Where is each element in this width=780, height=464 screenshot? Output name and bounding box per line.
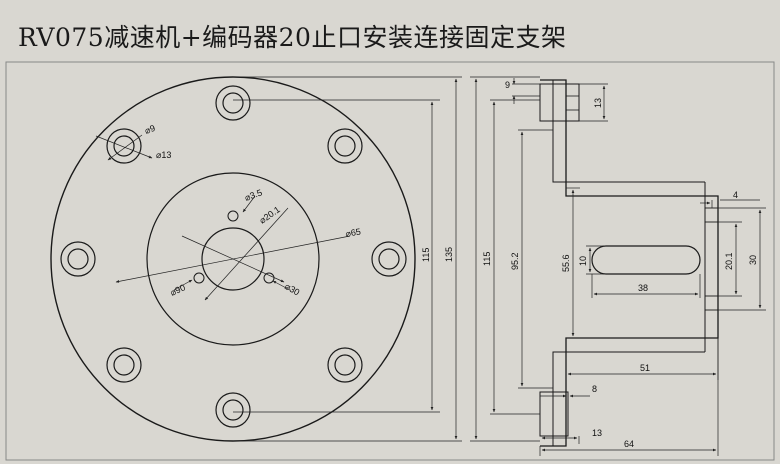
dim-side-13-top: 13 bbox=[593, 98, 603, 108]
dim-side-10: 10 bbox=[578, 256, 588, 266]
flange-plate-inner bbox=[552, 80, 705, 183]
dim-side-4: 4 bbox=[733, 190, 738, 200]
mounting-holes bbox=[60, 85, 407, 428]
front-dim-135 bbox=[233, 76, 462, 442]
dim-side-9: 9 bbox=[505, 80, 510, 90]
dim-side-64: 64 bbox=[624, 439, 634, 449]
right-tab bbox=[704, 207, 719, 223]
dim-65: ⌀65 bbox=[345, 226, 362, 239]
dim-side-115: 115 bbox=[482, 252, 492, 266]
dim-side-51: 51 bbox=[640, 363, 650, 373]
dim-pilot-hole: ⌀3.5 bbox=[243, 187, 263, 203]
flange-inner-circle bbox=[146, 172, 320, 346]
bracket-profile bbox=[540, 79, 719, 447]
dim-20-1: ⌀20.1 bbox=[257, 204, 282, 225]
dim-hole-small: ⌀9 bbox=[143, 123, 156, 136]
dim-30: ⌀30 bbox=[283, 281, 301, 297]
pilot-holes bbox=[193, 210, 275, 284]
side-dimension-lines bbox=[470, 76, 766, 456]
dim-front-135: 135 bbox=[444, 247, 454, 262]
dim-side-13-bottom: 13 bbox=[592, 428, 602, 438]
page-title: RV075减速机+编码器20止口安装连接固定支架 bbox=[18, 23, 567, 52]
center-bore bbox=[201, 227, 265, 291]
bottom-boss bbox=[539, 391, 569, 437]
dim-hole-counterbore: ⌀13 bbox=[156, 150, 171, 160]
front-dim-115 bbox=[233, 99, 440, 413]
dim-side-20-1: 20.1 bbox=[724, 252, 734, 270]
dim-side-95-2: 95.2 bbox=[510, 252, 520, 270]
top-boss bbox=[539, 83, 580, 122]
right-tab-bottom bbox=[704, 295, 719, 311]
encoder-slot bbox=[591, 245, 701, 275]
dim-side-8: 8 bbox=[592, 384, 597, 394]
front-view bbox=[50, 76, 462, 442]
side-view bbox=[539, 79, 719, 447]
dim-side-30: 30 bbox=[748, 255, 758, 265]
dim-front-115: 115 bbox=[421, 248, 431, 262]
flange-plate-inner-bottom bbox=[552, 351, 705, 446]
front-leader-lines bbox=[95, 134, 351, 301]
drawing-frame bbox=[5, 61, 775, 461]
dim-side-38: 38 bbox=[638, 283, 648, 293]
dim-side-55-6: 55.6 bbox=[561, 254, 571, 272]
